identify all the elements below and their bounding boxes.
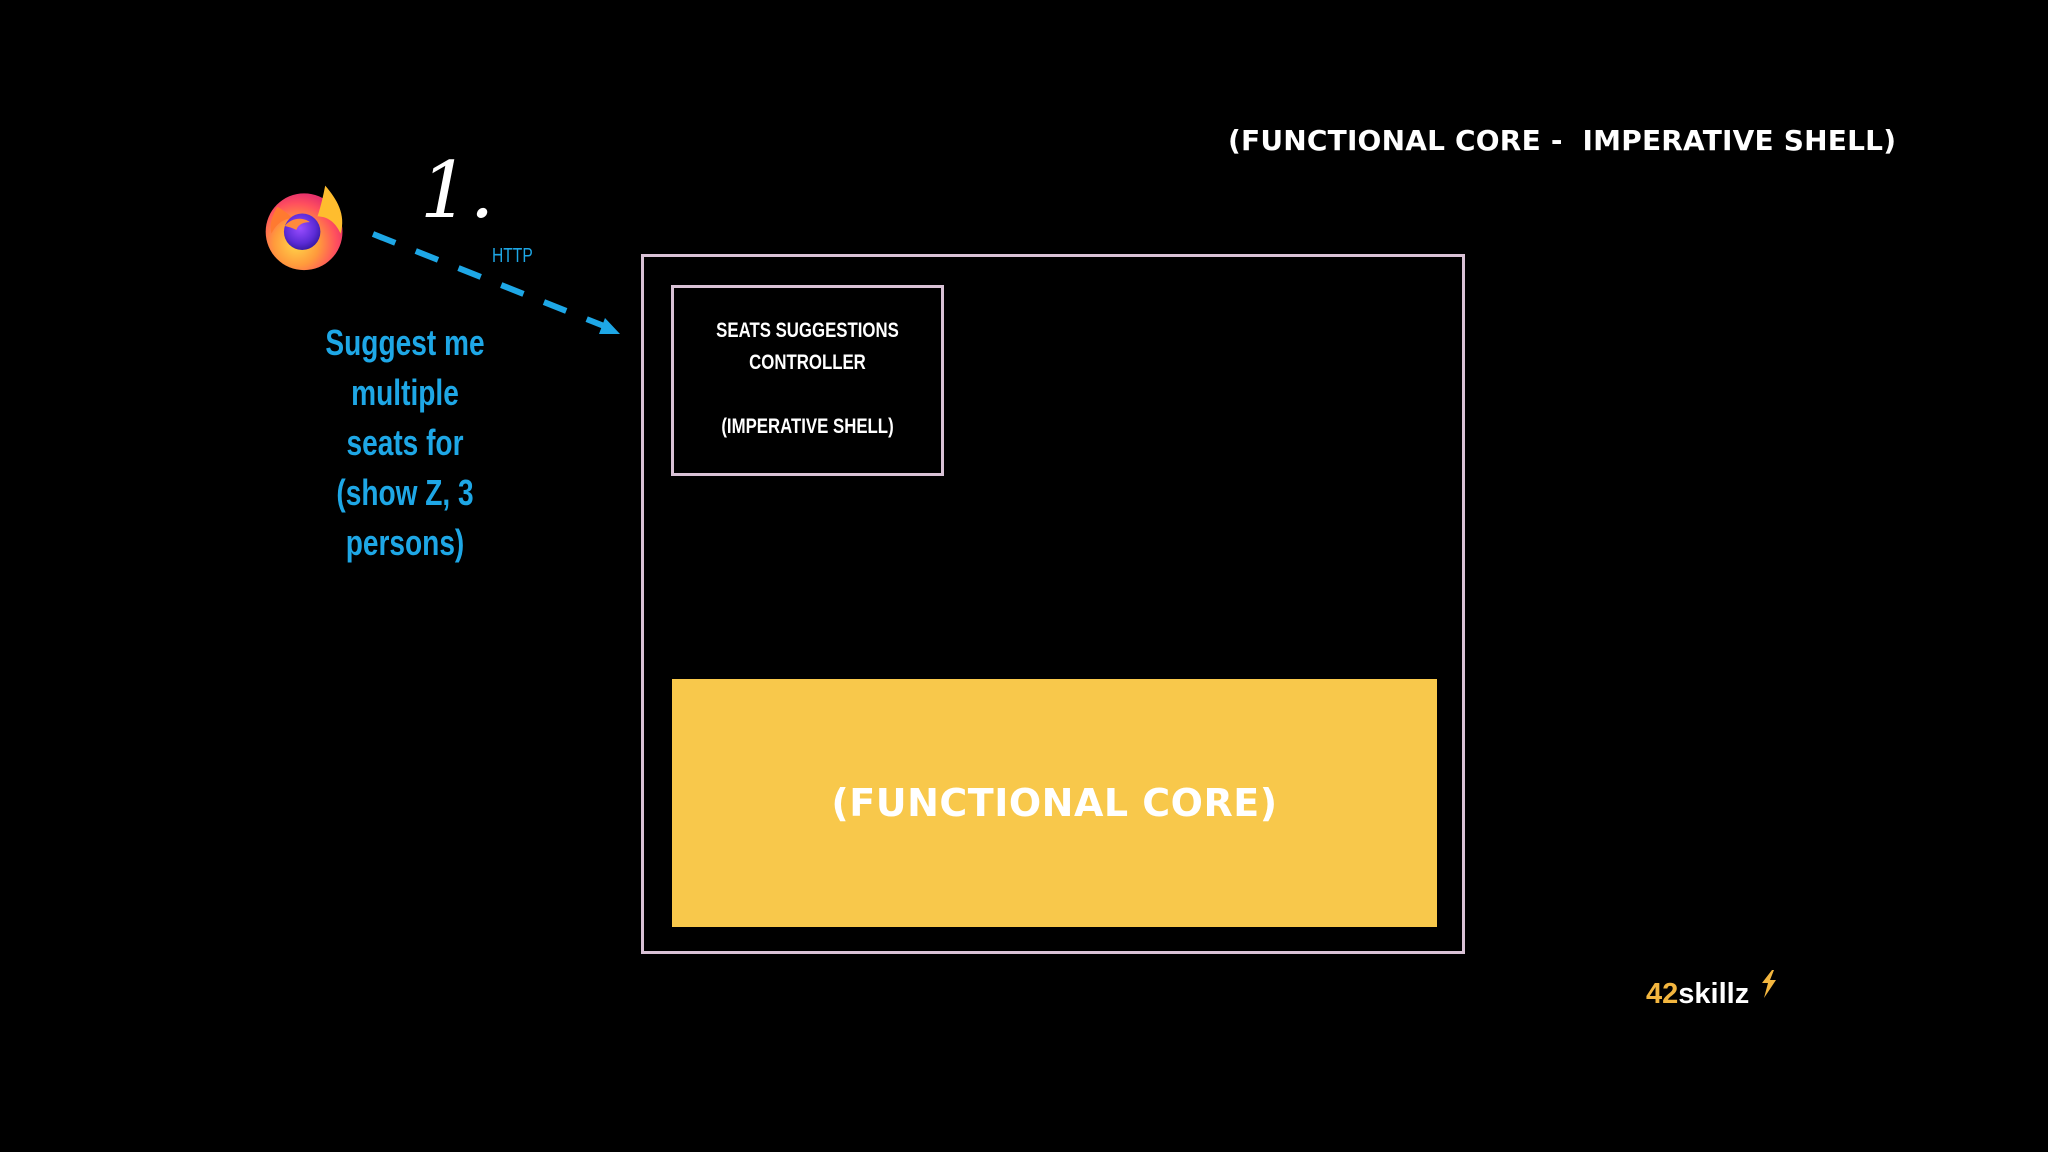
request-text: Suggest me multiple seats for (show Z, 3… (250, 318, 560, 568)
request-line: (show Z, 3 persons) (336, 472, 474, 563)
controller-role-label: (IMPERATIVE SHELL) (721, 415, 894, 438)
lightning-bolt-icon (1762, 970, 1776, 998)
request-line: Suggest me multiple (325, 322, 485, 413)
slide-title: (FUNCTIONAL CORE - IMPERATIVE SHELL) (1228, 124, 1897, 157)
firefox-logo-icon (265, 185, 343, 271)
controller-title-line: SEATS SUGGESTIONS (716, 319, 899, 342)
controller-title-line: CONTROLLER (749, 351, 866, 374)
step-number: 1. (420, 146, 495, 236)
brand-logo: 42skillz (1646, 978, 1749, 1011)
http-label: HTTP (492, 245, 533, 267)
brand-word: skillz (1678, 978, 1750, 1010)
functional-core-box: (FUNCTIONAL CORE) (672, 679, 1437, 927)
application-boundary (641, 254, 1465, 954)
controller-box: SEATS SUGGESTIONS CONTROLLER (IMPERATIVE… (671, 285, 944, 476)
arrow-head-icon (599, 318, 620, 334)
request-line: seats for (346, 422, 464, 463)
functional-core-label: (FUNCTIONAL CORE) (831, 781, 1278, 825)
brand-number: 42 (1646, 978, 1679, 1010)
